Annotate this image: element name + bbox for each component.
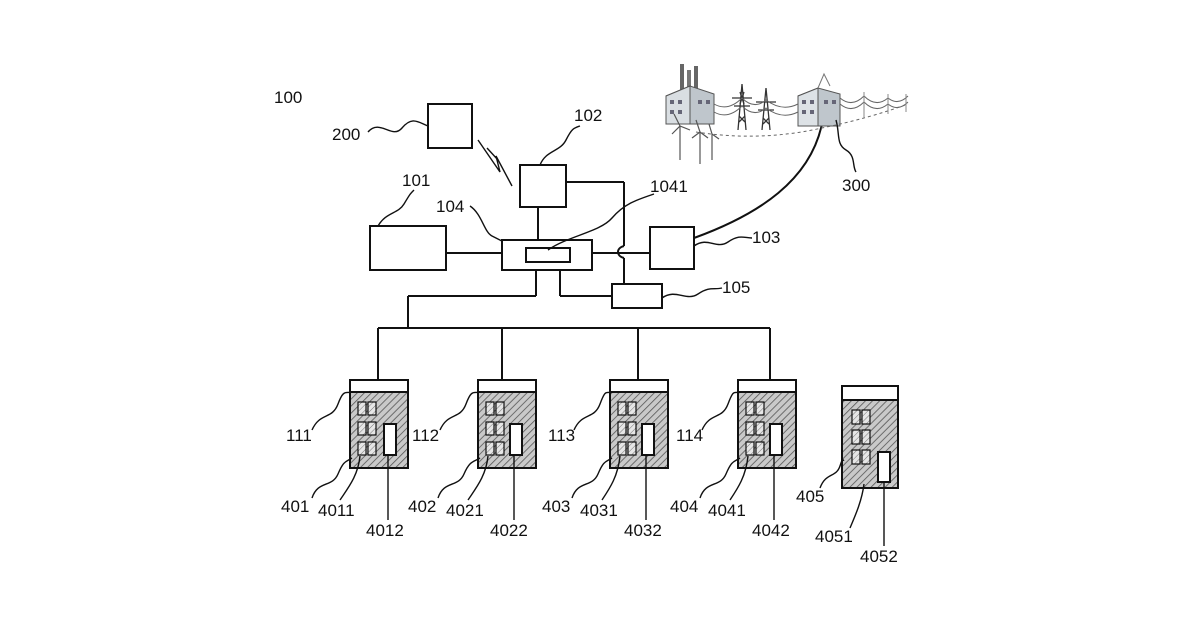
pack-4-label: 404 (670, 497, 698, 516)
pole-row (864, 92, 906, 118)
power-plant-icon (666, 64, 714, 124)
rack-4-lid (738, 380, 796, 392)
leader-grid (836, 120, 856, 172)
label-hub-inner: 1041 (650, 177, 688, 196)
grid-interface-box (650, 227, 694, 269)
aux-box (612, 284, 662, 308)
rack-3-bms (642, 424, 654, 455)
cells-spare-label: 4051 (815, 527, 853, 546)
cells-2-label: 4021 (446, 501, 484, 520)
wireless-icon-detail (487, 148, 498, 160)
label-comm: 102 (574, 106, 602, 125)
cells-4-label: 4041 (708, 501, 746, 520)
rack-2-bms (510, 424, 522, 455)
bms-spare-label: 4052 (860, 547, 898, 566)
rack-spare-bms (878, 452, 890, 482)
label-aux: 105 (722, 278, 750, 297)
rack-1-label: 111 (286, 426, 312, 445)
rack-1-lid (350, 380, 408, 392)
hub-inner-box (526, 248, 570, 262)
pack-3-leader (572, 458, 612, 498)
rack-3 (610, 380, 668, 468)
pack-1-label: 401 (281, 497, 309, 516)
label-remote: 200 (332, 125, 360, 144)
rack-4-leader (702, 392, 740, 430)
leader-ctrl (378, 190, 414, 226)
substation-icon (798, 74, 840, 126)
pack-spare-label: 405 (796, 487, 824, 506)
wire-to-grid (694, 124, 822, 238)
control-unit-box (370, 226, 446, 270)
rack-spare (842, 386, 898, 488)
cells-1-label: 4011 (318, 501, 355, 520)
rack-1 (350, 380, 408, 468)
cells-3-label: 4031 (580, 501, 618, 520)
rack-2-label: 112 (412, 426, 439, 445)
rack-1-leader (312, 392, 352, 430)
comm-box (520, 165, 566, 207)
rack-4-bms (770, 424, 782, 455)
leader-remote (368, 121, 428, 132)
bms-4-label: 4042 (752, 521, 790, 540)
label-system: 100 (274, 88, 302, 107)
rack-1-bms (384, 424, 396, 455)
rack-2-leader (440, 392, 480, 430)
leader-hub (470, 206, 504, 242)
pack-3-label: 403 (542, 497, 570, 516)
label-grid: 300 (842, 176, 870, 195)
pack-spare-leader (820, 459, 844, 488)
pack-4-leader (700, 458, 740, 498)
leader-comm (540, 126, 580, 165)
rack-4-label: 114 (676, 426, 703, 445)
rack-spare-lid (842, 386, 898, 400)
remote-box (428, 104, 472, 148)
rack-3-label: 113 (548, 426, 575, 445)
label-grid-if: 103 (752, 228, 780, 247)
rack-2 (478, 380, 536, 468)
label-hub: 104 (436, 197, 464, 216)
pylon-icon (732, 84, 776, 130)
wireless-icon (478, 140, 512, 186)
rack-3-lid (610, 380, 668, 392)
pack-2-label: 402 (408, 497, 436, 516)
rack-2-lid (478, 380, 536, 392)
leader-aux (662, 288, 722, 298)
bms-1-label: 4012 (366, 521, 404, 540)
rack-4 (738, 380, 796, 468)
rack-3-leader (574, 392, 612, 430)
bms-3-label: 4032 (624, 521, 662, 540)
bms-2-label: 4022 (490, 521, 528, 540)
cells-spare-leader (850, 484, 864, 528)
leader-grid-if (694, 237, 752, 246)
power-grid-illustration (666, 64, 908, 164)
label-ctrl-unit: 101 (402, 171, 430, 190)
